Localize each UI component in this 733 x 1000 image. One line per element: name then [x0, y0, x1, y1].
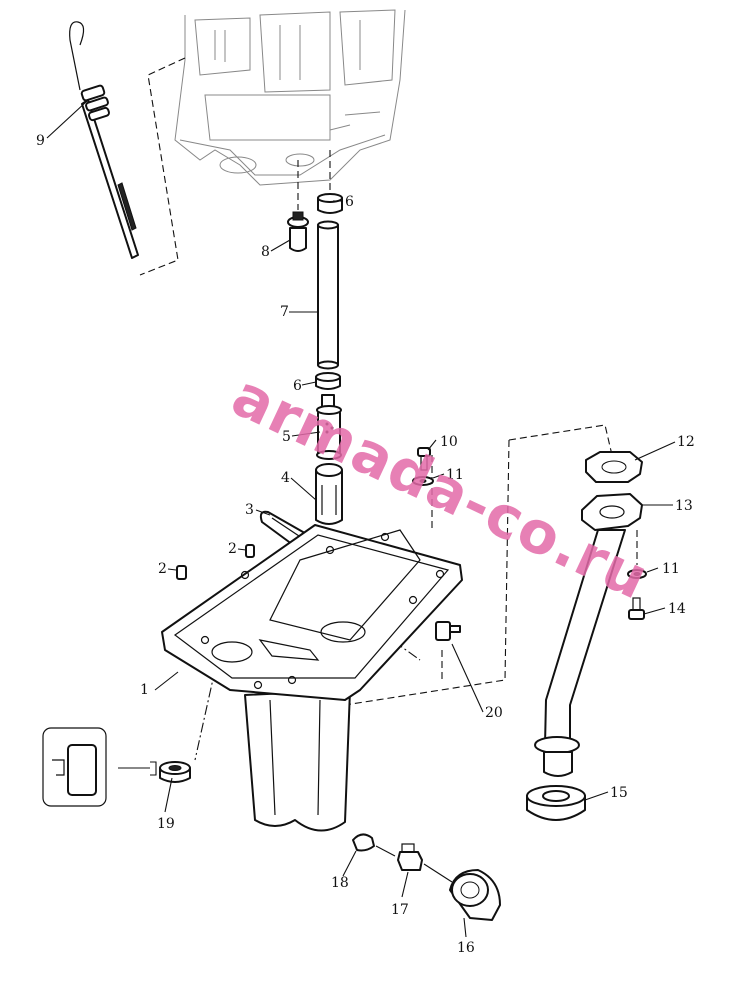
circlip: [352, 833, 375, 852]
callout-13: 13: [675, 498, 693, 514]
callout-17: 17: [391, 902, 409, 918]
exhaust-pipe: [534, 493, 643, 777]
detail-inset: [42, 727, 157, 807]
engine-block-outline: [174, 9, 406, 186]
dipstick: [69, 21, 139, 259]
exhaust-gasket: [585, 451, 643, 483]
oil-seal: [159, 761, 191, 783]
callout-14: 14: [668, 601, 686, 617]
callout-11-upper: 11: [446, 467, 464, 483]
dowel-pin-left: [176, 565, 187, 580]
callout-10: 10: [440, 434, 458, 450]
callout-2-right: 2: [228, 541, 237, 557]
callout-3: 3: [245, 502, 254, 518]
washer-upper: [412, 476, 434, 486]
oil-pan: [161, 524, 463, 832]
callout-20: 20: [485, 705, 503, 721]
strainer: [315, 463, 343, 525]
callout-15: 15: [610, 785, 628, 801]
callout-1: 1: [140, 682, 149, 698]
callout-12: 12: [677, 434, 695, 450]
callout-labels: 9 6 8 7 6 5 4 3 2 2 1 10 11 12 13 11 14 …: [36, 133, 695, 956]
rubber-seal: [526, 785, 586, 821]
callout-5: 5: [282, 429, 291, 445]
cap-upper: [317, 193, 343, 214]
callout-2-left: 2: [158, 561, 167, 577]
callout-4: 4: [281, 470, 290, 486]
callout-7: 7: [280, 304, 289, 320]
callout-19: 19: [157, 816, 175, 832]
water-tube: [317, 220, 339, 370]
grommet: [287, 211, 309, 252]
washer-lower: [627, 569, 647, 579]
callout-6-lower: 6: [293, 378, 302, 394]
oil-pipe: [316, 394, 342, 460]
drain-plug: [397, 843, 423, 871]
callout-18: 18: [331, 875, 349, 891]
callout-8: 8: [261, 244, 270, 260]
bolt-lower: [628, 597, 645, 620]
drain-leader: [375, 845, 453, 883]
nipple-fitting: [435, 621, 461, 641]
callout-6-upper: 6: [345, 194, 354, 210]
callout-11-lower: 11: [662, 561, 680, 577]
callout-16: 16: [457, 940, 475, 956]
leader-lines: [46, 101, 676, 938]
callout-9: 9: [36, 133, 45, 149]
dowel-pin-right: [245, 544, 255, 558]
bolt-upper: [417, 447, 431, 471]
cap-lower: [315, 372, 341, 390]
drain-cover: [449, 869, 501, 921]
